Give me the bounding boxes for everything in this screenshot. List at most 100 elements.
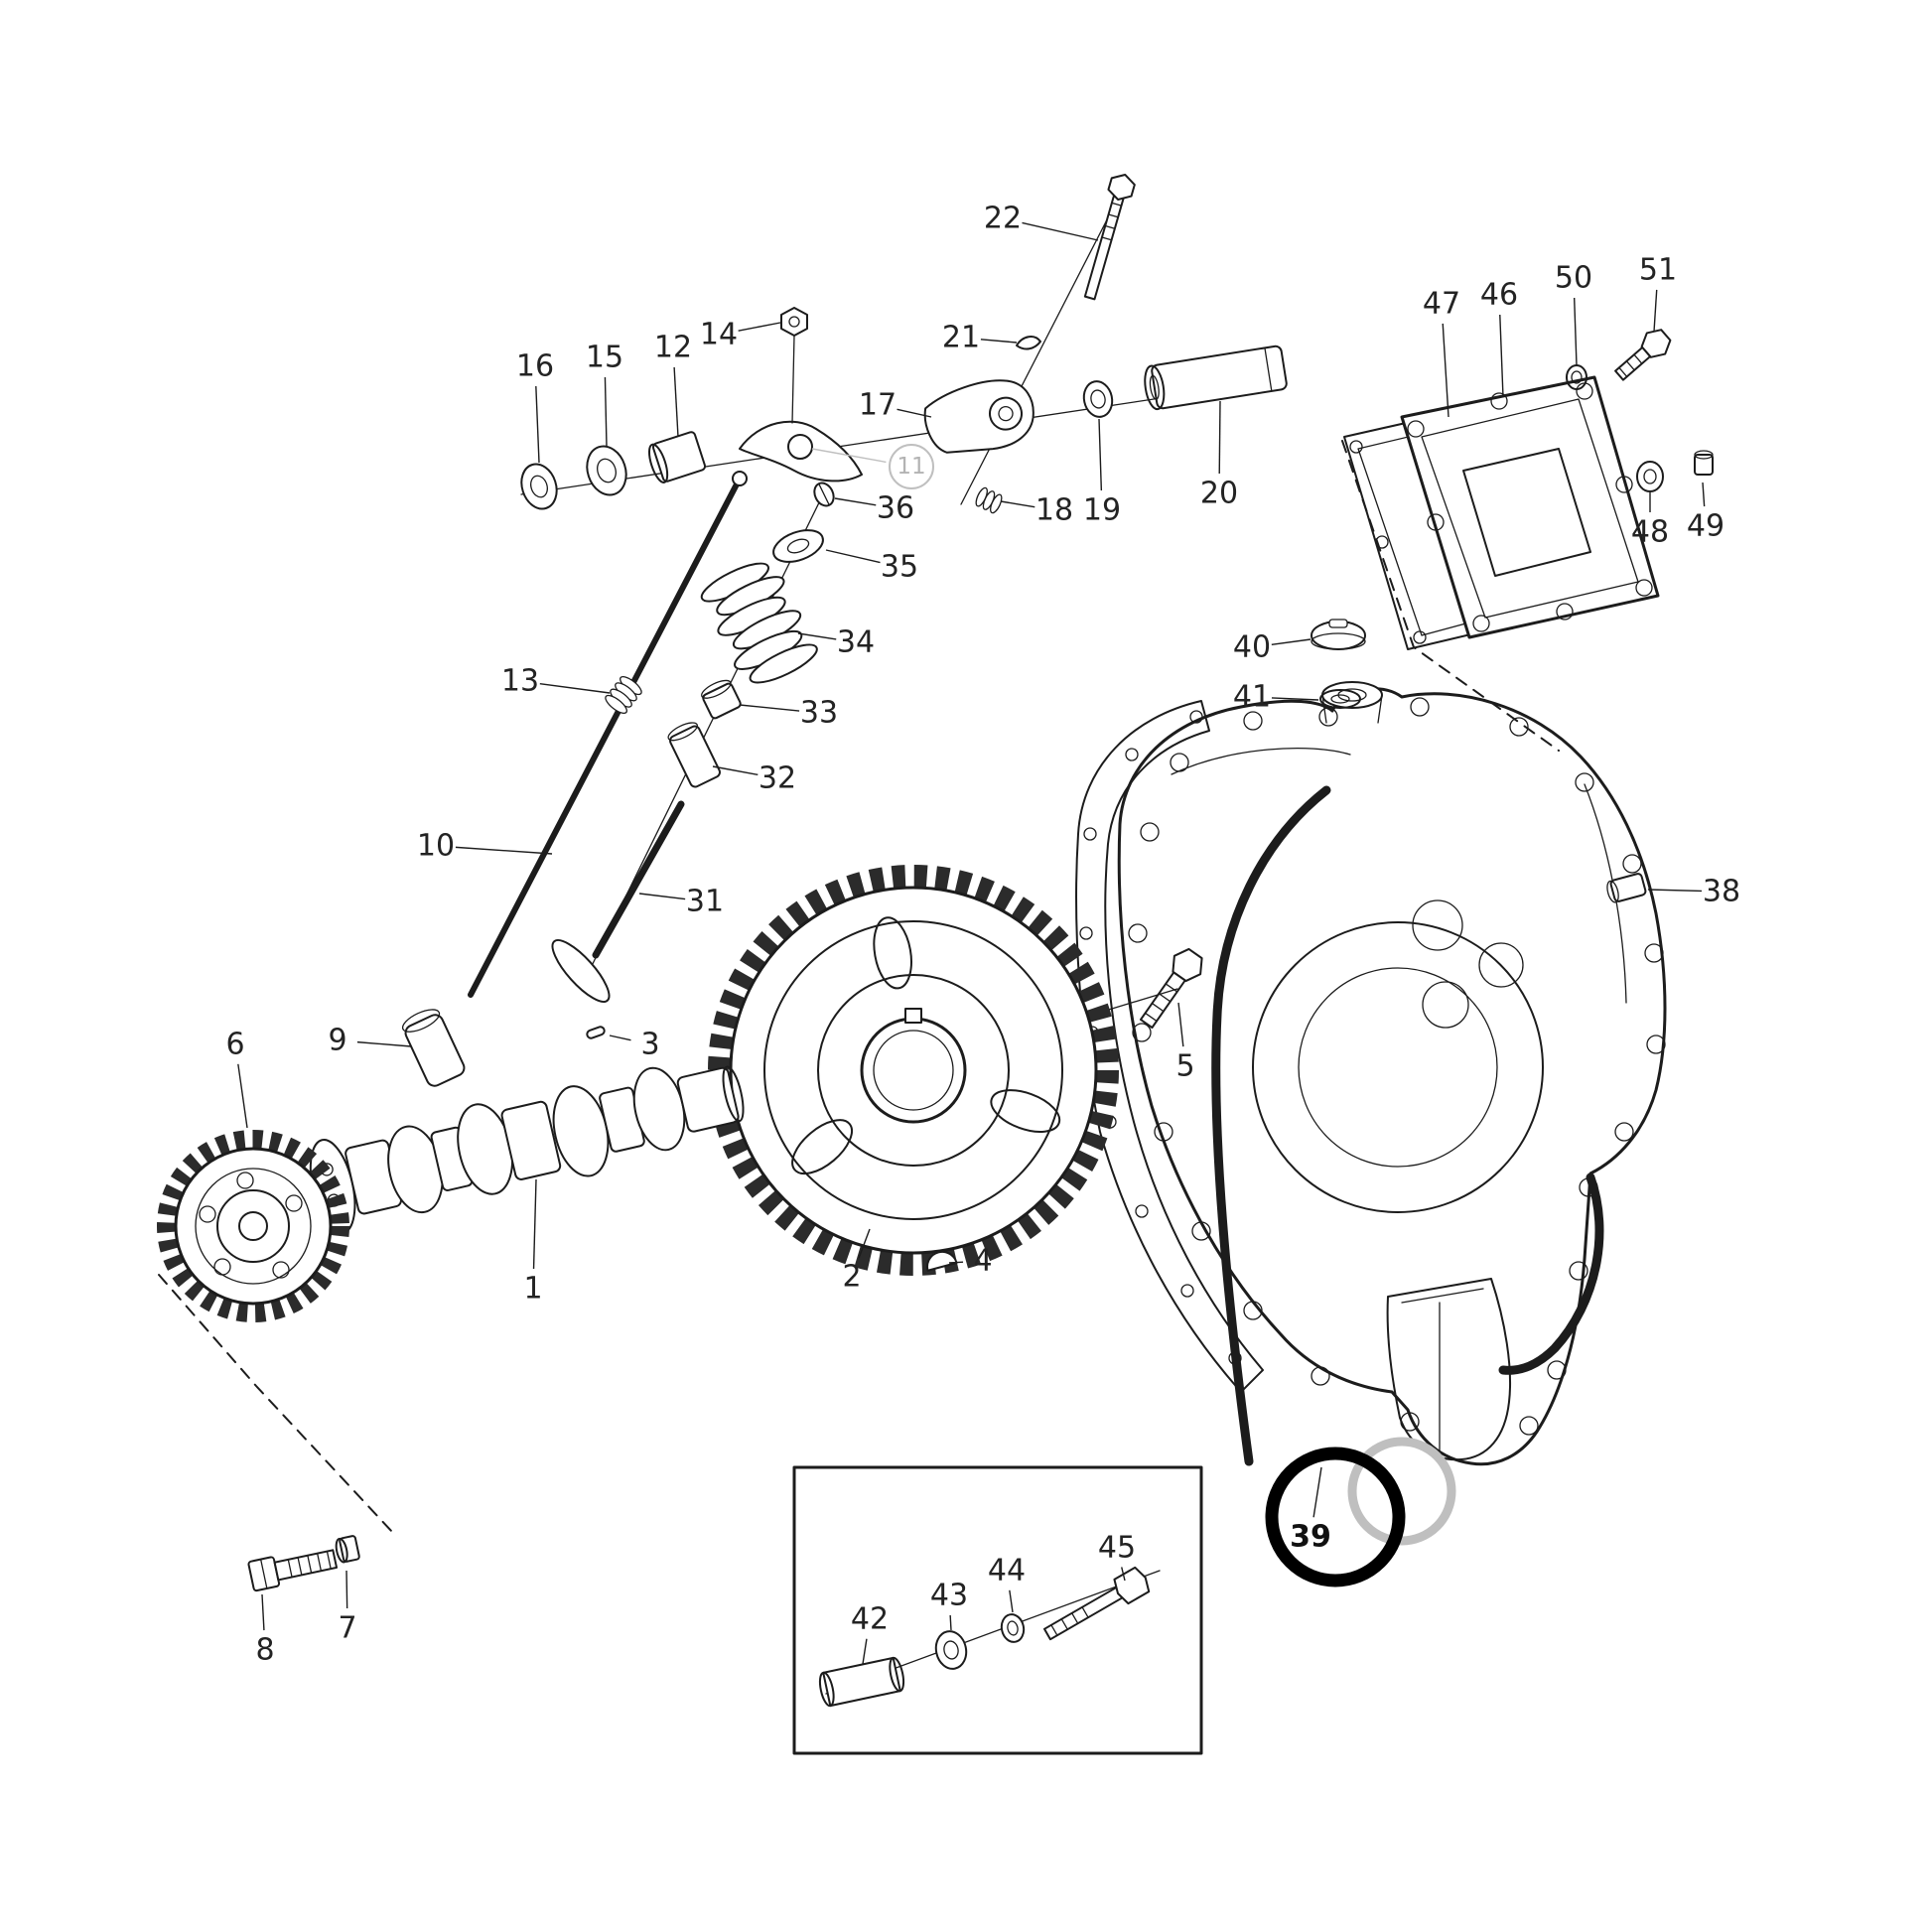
part-label-2: 2 (842, 1260, 861, 1295)
part-label-18: 18 (1035, 493, 1073, 528)
part-label-13: 13 (501, 664, 539, 699)
leader-line-9 (356, 1040, 412, 1047)
valve-train-drawing (401, 471, 835, 1087)
part-label-34: 34 (837, 625, 875, 660)
part-label-16: 16 (516, 349, 554, 384)
part-label-49: 49 (1687, 509, 1725, 544)
plug-38-drawing (1606, 873, 1647, 903)
leader-line-10 (455, 846, 553, 855)
spring-retainer-drawing (772, 529, 824, 563)
nut-7-drawing (335, 1535, 360, 1564)
pin-3-drawing (586, 1026, 606, 1039)
leader-line-15 (604, 376, 608, 448)
part-label-20: 20 (1200, 477, 1238, 511)
washer-16-drawing (520, 463, 558, 510)
part-label-21: 21 (942, 321, 980, 355)
camshaft-drawing (309, 1065, 745, 1234)
leader-line-8 (261, 1593, 265, 1631)
part-label-5: 5 (1175, 1049, 1194, 1084)
part-label-40: 40 (1233, 630, 1271, 665)
cap-washer-drawing (1319, 689, 1361, 709)
cover-assembly-dashed-line (1341, 440, 1560, 752)
leader-line-21 (980, 339, 1018, 344)
leader-line-19 (1098, 418, 1103, 491)
part-label-15: 15 (586, 341, 623, 375)
inset-box (792, 1465, 1203, 1755)
rocker-assembly-drawing (520, 173, 1288, 514)
pushrod-drawing (468, 471, 748, 998)
part-label-36: 36 (877, 491, 914, 526)
leader-line-12 (673, 366, 679, 438)
bushing-12-drawing (647, 431, 707, 483)
tappet-32-drawing (667, 722, 721, 788)
part-label-38: 38 (1703, 875, 1740, 909)
mounting-bolts-drawing (158, 1274, 394, 1592)
part-label-12: 12 (654, 331, 692, 365)
spring-13-drawing (605, 675, 642, 715)
leader-line-50 (1573, 297, 1578, 366)
leader-line-44 (1009, 1589, 1014, 1613)
leader-line-14 (738, 322, 781, 332)
part-label-19: 19 (1083, 493, 1121, 528)
timing-cover-drawing (1075, 619, 1667, 1466)
leader-line-49 (1702, 482, 1706, 507)
leader-line-34 (797, 632, 837, 640)
rocker-arm-drawing (739, 420, 863, 483)
bolt-5-drawing (1139, 947, 1203, 1029)
leader-line-17 (897, 408, 932, 418)
leader-line-45 (1121, 1567, 1126, 1582)
part-label-33: 33 (800, 696, 838, 731)
part-label-41: 41 (1233, 680, 1271, 715)
leader-line-38 (1647, 889, 1703, 893)
leader-line-1 (532, 1178, 537, 1270)
washer-15-drawing (586, 445, 627, 496)
part-label-42: 42 (851, 1602, 889, 1637)
woodruff-key-drawing (926, 1250, 958, 1272)
part-label-51: 51 (1639, 253, 1677, 288)
leader-line-39 (1312, 1466, 1322, 1518)
bolt-8-drawing (247, 1549, 339, 1592)
leader-line-13 (539, 682, 611, 694)
gear-assembly-dashed-line (158, 1274, 394, 1534)
part-label-43: 43 (930, 1579, 968, 1613)
lifter-9-drawing (401, 1009, 466, 1087)
plug-49-drawing (1694, 450, 1714, 476)
rocker-bracket-drawing (923, 379, 1035, 454)
bolt-45-drawing (1042, 1566, 1151, 1641)
leader-line-3 (609, 1035, 631, 1041)
camshaft-gear-group (157, 865, 1178, 1322)
sleeve-42-drawing (818, 1656, 905, 1708)
filler-neck-drawing (1321, 681, 1383, 724)
leader-line-2 (858, 1228, 871, 1259)
leader-line-7 (345, 1570, 348, 1609)
bolt-51-drawing (1614, 329, 1672, 381)
leader-line-47 (1442, 323, 1449, 418)
housing-bolt-holes (1128, 697, 1666, 1436)
oil-cap-drawing (1311, 619, 1366, 650)
spring-18-drawing (975, 486, 1003, 514)
timing-gear-large-drawing (708, 865, 1119, 1276)
leader-line-51 (1653, 289, 1658, 333)
washer-48-drawing (1636, 461, 1664, 492)
part-label-9: 9 (328, 1024, 346, 1058)
part-label-47: 47 (1423, 287, 1460, 322)
part-label-4: 4 (973, 1244, 992, 1279)
o-ring-drawing (1265, 1437, 1456, 1587)
part-label-14: 14 (700, 318, 738, 352)
leader-line-31 (638, 893, 686, 900)
leader-line-20 (1218, 400, 1221, 475)
leader-line-46 (1499, 314, 1504, 398)
leader-line-16 (535, 385, 540, 464)
leader-line-35 (825, 549, 881, 564)
part-label-50: 50 (1555, 261, 1592, 296)
bolt-22-drawing (1083, 173, 1136, 301)
leader-line-11 (811, 448, 887, 464)
valve-keeper-drawing (813, 482, 835, 507)
leader-line-43 (949, 1614, 952, 1631)
cover-gasket-drawing (1075, 700, 1264, 1393)
part-label-32: 32 (759, 761, 796, 796)
part-label-17: 17 (859, 388, 897, 423)
